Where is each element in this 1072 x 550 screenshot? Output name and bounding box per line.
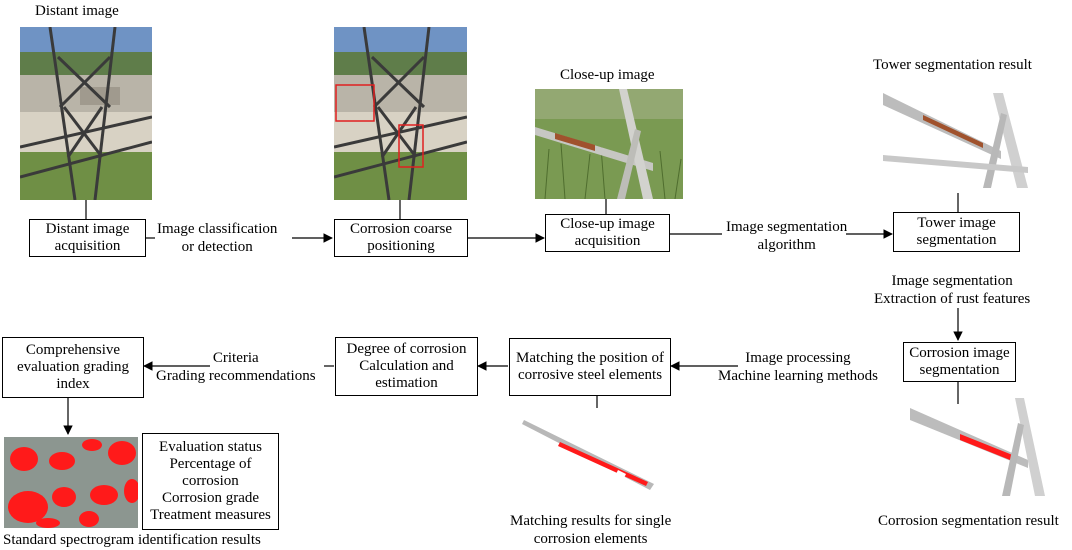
grading-index-box: Comprehensive evaluation grading index xyxy=(2,337,144,398)
coarse-positioning-box: Corrosion coarse positioning xyxy=(334,219,468,257)
tower-segmentation-box: Tower image segmentation xyxy=(893,212,1020,252)
detection-box xyxy=(398,124,424,168)
processing-label: Image processing Machine learning method… xyxy=(718,350,878,384)
corrosion-segmentation-box: Corrosion image segmentation xyxy=(903,342,1016,382)
segmentation-extraction-label: Image segmentation Extraction of rust fe… xyxy=(874,273,1031,307)
matching-result-photo xyxy=(520,420,660,495)
matching-results-caption: Matching results for single corrosion el… xyxy=(510,513,672,547)
closeup-acquisition-box: Close-up image acquisition xyxy=(545,214,670,252)
tower-segmentation-title: Tower segmentation result xyxy=(873,57,1032,73)
matching-position-box: Matching the position of corrosive steel… xyxy=(509,338,671,396)
detection-box xyxy=(335,84,375,122)
criteria-label: Criteria Grading recommendations xyxy=(156,350,316,384)
distant-image-title: Distant image xyxy=(35,3,119,19)
spectrogram-photo xyxy=(4,437,138,528)
distant-acquisition-box: Distant image acquisition xyxy=(29,219,146,257)
corrosion-segmentation-photo xyxy=(910,398,1045,498)
closeup-image-title: Close-up image xyxy=(560,67,655,83)
segmentation-algorithm-label: Image segmentation algorithm xyxy=(726,219,848,253)
corrosion-segmentation-caption: Corrosion segmentation result xyxy=(878,513,1059,529)
distant-image-photo xyxy=(20,27,152,200)
classification-label: Image classification or detection xyxy=(157,221,278,255)
spectrogram-caption: Standard spectrogram identification resu… xyxy=(3,532,261,548)
tower-segmentation-photo xyxy=(883,93,1028,193)
closeup-photo xyxy=(535,89,683,199)
coarse-positioning-photo xyxy=(334,27,467,200)
evaluation-status-box: Evaluation status Percentage of corrosio… xyxy=(142,433,279,530)
degree-of-corrosion-box: Degree of corrosion Calculation and esti… xyxy=(335,337,478,396)
